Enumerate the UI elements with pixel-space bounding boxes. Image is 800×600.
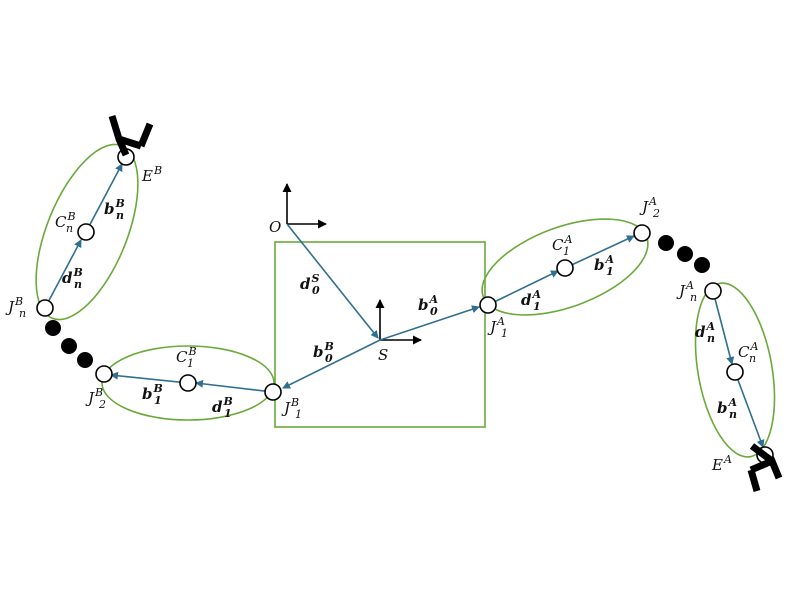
joint-jna-circle-joint-icon	[704, 282, 722, 300]
vector-bna	[734, 371, 765, 448]
centroid-cna-circle-joint-icon	[726, 363, 744, 381]
label-eb: EB	[141, 164, 162, 185]
vector-dnb	[44, 239, 82, 309]
vector-d1a	[487, 270, 559, 306]
joint-j1b-circle-joint-icon	[264, 383, 282, 401]
vector-b0a	[379, 305, 480, 341]
label-o: O	[269, 218, 281, 236]
vector-b0b	[282, 339, 381, 389]
vector-d0s	[286, 223, 379, 339]
end-effector-a-gripper-icon	[747, 443, 783, 492]
frame-o-axes	[282, 183, 327, 229]
joint-jnb-circle-joint-icon	[36, 299, 54, 317]
joint-j2a-circle-joint-icon	[633, 224, 651, 242]
arm-a-three-dots-icon	[658, 235, 710, 273]
vector-b1b	[110, 371, 189, 384]
label-s: S	[378, 346, 388, 364]
joint-j1a-circle-joint-icon	[479, 296, 497, 314]
vector-bnb	[85, 163, 123, 233]
label-ea: EA	[711, 453, 732, 474]
arm-b-three-dots-icon	[45, 320, 93, 368]
base-body-box	[274, 241, 486, 428]
joint-j2b-circle-joint-icon	[95, 365, 113, 383]
end-effector-b-gripper-icon	[108, 114, 154, 157]
centroid-c1b-circle-joint-icon	[179, 374, 197, 392]
link-ellipse-arm-b-1	[101, 345, 275, 421]
vector-d1b	[195, 379, 274, 393]
centroid-cnb-circle-joint-icon	[77, 223, 95, 241]
link-ellipse-arm-a-n	[694, 282, 776, 458]
vector-dna	[712, 290, 735, 365]
centroid-c1a-circle-joint-icon	[556, 259, 574, 277]
frame-s-axes	[375, 299, 422, 345]
vector-b1a	[564, 235, 635, 269]
